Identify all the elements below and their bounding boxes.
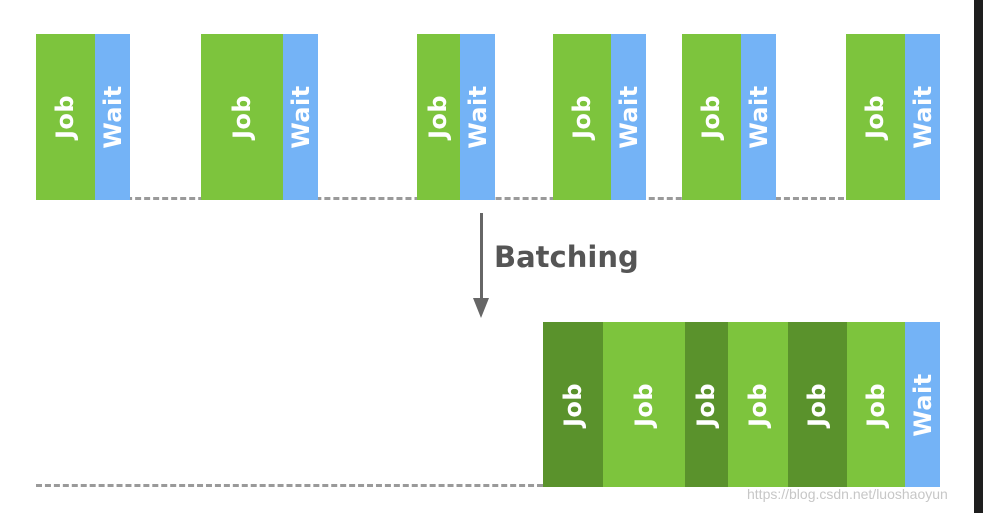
batched-job-1: Job — [543, 322, 603, 487]
top-job-4: Job — [553, 34, 611, 200]
job-label: Job — [861, 382, 890, 427]
top-wait-4: Wait — [611, 34, 646, 200]
job-label: Job — [743, 382, 772, 427]
job-label: Job — [803, 382, 832, 427]
job-label: Job — [692, 382, 721, 427]
batched-job-3: Job — [685, 322, 728, 487]
top-wait-2: Wait — [283, 34, 318, 200]
job-label: Job — [629, 382, 658, 427]
job-label: Job — [861, 94, 890, 140]
wait-label: Wait — [286, 85, 315, 149]
bottom-timeline — [36, 484, 543, 487]
top-job-2: Job — [201, 34, 283, 200]
batching-label: Batching — [494, 240, 639, 274]
top-job-1: Job — [36, 34, 95, 200]
watermark: https://blog.csdn.net/luoshaoyun — [747, 486, 948, 502]
batched-job-5: Job — [788, 322, 847, 487]
job-label: Job — [424, 94, 453, 140]
job-label: Job — [567, 94, 596, 140]
job-label: Job — [51, 94, 80, 140]
wait-label: Wait — [614, 85, 643, 149]
batched-job-6: Job — [847, 322, 905, 487]
wait-label: Wait — [98, 85, 127, 149]
wait-label: Wait — [908, 372, 937, 437]
wait-label: Wait — [908, 85, 937, 149]
top-wait-1: Wait — [95, 34, 130, 200]
job-label: Job — [697, 94, 726, 140]
top-job-6: Job — [846, 34, 905, 200]
batched-job-2: Job — [603, 322, 685, 487]
job-label: Job — [558, 382, 587, 427]
wait-label: Wait — [744, 85, 773, 149]
arrow-shaft — [480, 213, 483, 301]
top-job-3: Job — [417, 34, 460, 200]
window-edge — [974, 0, 983, 513]
arrow-down-icon — [473, 298, 489, 318]
job-label: Job — [227, 94, 256, 140]
wait-label: Wait — [463, 85, 492, 149]
batched-wait: Wait — [905, 322, 940, 487]
top-wait-5: Wait — [741, 34, 776, 200]
top-wait-3: Wait — [460, 34, 495, 200]
batched-job-4: Job — [728, 322, 788, 487]
top-wait-6: Wait — [905, 34, 940, 200]
top-job-5: Job — [682, 34, 741, 200]
